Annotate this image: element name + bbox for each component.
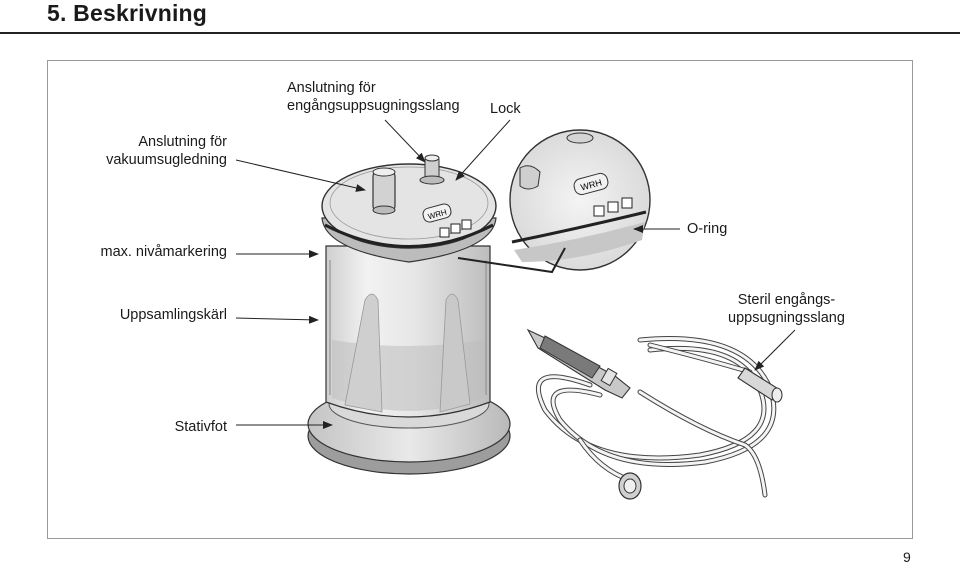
label-sterile-tube: Steril engångs- uppsugningsslang — [728, 292, 845, 326]
label-stand: Stativfot — [174, 419, 227, 435]
lid: WRH — [321, 154, 497, 263]
section-title: 5. Beskrivning — [47, 0, 208, 26]
page-number: 9 — [903, 549, 911, 565]
lid-detail-zoom: WRH — [509, 129, 651, 271]
leader-vacuum — [235, 159, 366, 192]
label-vacuum-connection: Anslutning för vakuumsugledning — [106, 134, 227, 168]
leader-lid — [455, 119, 511, 181]
zoom-connector — [457, 247, 566, 274]
label-max-level: max. nivåmarkering — [100, 244, 227, 260]
leader-disposable — [384, 119, 426, 163]
label-lid: Lock — [490, 101, 521, 117]
tube-connector-cap — [618, 472, 642, 500]
suction-tube — [535, 336, 777, 498]
title-rule — [0, 32, 960, 34]
tube-end-fitting — [737, 367, 783, 403]
label-disposable-connection: Anslutning för engångsuppsugningsslang — [287, 80, 460, 114]
figure-frame — [47, 60, 913, 539]
leader-container — [235, 315, 319, 324]
label-container: Uppsamlingskärl — [119, 307, 227, 323]
leader-tube — [754, 329, 796, 371]
suction-handpiece — [526, 328, 631, 399]
label-oring: O-ring — [687, 221, 728, 237]
collection-container — [325, 245, 491, 418]
